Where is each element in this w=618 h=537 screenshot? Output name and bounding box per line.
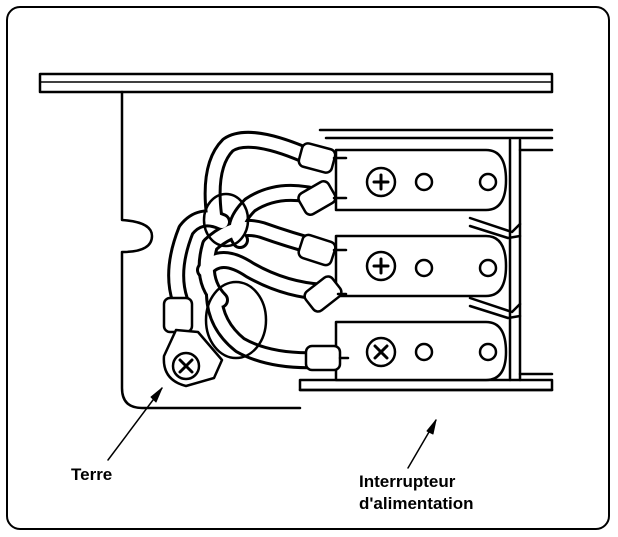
power-switch-label-line2: d'alimentation (359, 494, 474, 513)
power-switch-label: Interrupteur d'alimentation (359, 471, 474, 515)
ground-label: Terre (71, 465, 113, 484)
terminal-block-middle (334, 234, 508, 298)
ground-terminal (162, 328, 224, 388)
callout-arrows (107, 387, 437, 469)
crimp-connectors (162, 142, 350, 372)
terminal-block-top (334, 148, 508, 212)
chassis-side-wall (120, 90, 302, 410)
switch-base-plate (298, 378, 554, 392)
diagram-frame (6, 6, 610, 530)
power-switch-label-line1: Interrupteur (359, 472, 456, 491)
chassis (38, 72, 554, 410)
top-rail (38, 72, 554, 94)
wire-bundle (167, 130, 333, 370)
terminal-block-bottom (334, 320, 508, 382)
power-switch-body (318, 128, 554, 382)
